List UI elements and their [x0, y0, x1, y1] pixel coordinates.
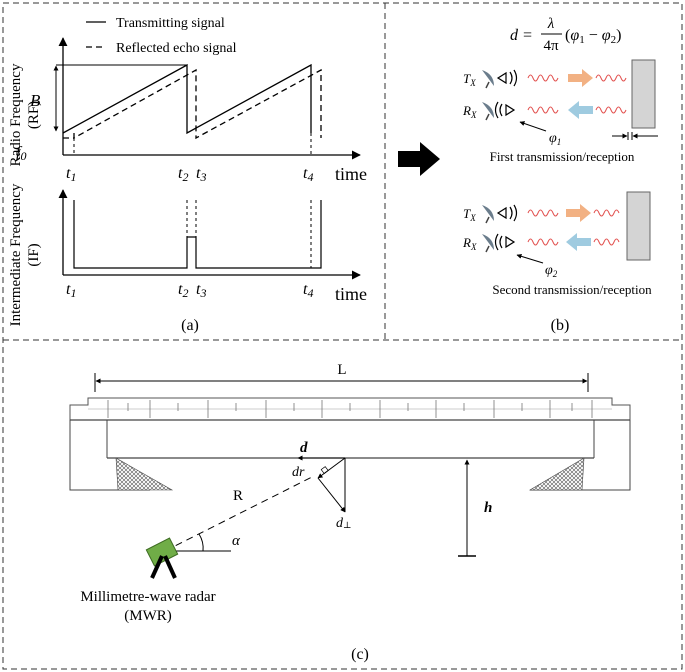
f0-label: f0 — [16, 144, 26, 163]
rx-antenna-icon-2 — [482, 233, 516, 253]
if-axis-label: Intermediate Frequency — [8, 183, 24, 326]
radar-label-line2: (MWR) — [124, 608, 172, 624]
second-scenario: TX RX φ2 Second transmission/reception — [462, 191, 652, 297]
transition-arrow — [398, 142, 440, 176]
rx-antenna-icon — [482, 101, 516, 121]
rf-axis-label: Radio Frequency — [8, 63, 24, 166]
span-length-label: L — [337, 362, 346, 378]
reflected-signal — [73, 68, 322, 140]
if-axis-abbrev: (IF) — [26, 243, 42, 266]
d-perp-label: d⊥ — [336, 516, 351, 531]
arrow-outgoing-1 — [568, 69, 593, 87]
tx-wave-right-2 — [593, 209, 620, 217]
target-plate-2 — [626, 191, 651, 261]
right-angle-mark — [320, 466, 329, 475]
legend-reflect-label: Reflected echo signal — [116, 41, 237, 56]
dr-label: dr — [292, 465, 305, 480]
rx-label-2: RX — [462, 235, 477, 252]
panel-b: d = λ 4π (φ1 − φ2) TX RX — [462, 16, 658, 334]
if-tick-t4: t4 — [303, 281, 313, 300]
bandwidth-symbol: B — [30, 91, 41, 110]
phase-formula: d = λ 4π (φ1 − φ2) — [510, 16, 621, 54]
rf-time-label: time — [335, 164, 367, 184]
legend-transmit-label: Transmitting signal — [116, 16, 225, 31]
height-label: h — [484, 500, 492, 516]
phi2-pointer — [516, 253, 544, 264]
caption-c: (c) — [351, 646, 369, 663]
tx-antenna-icon — [482, 69, 518, 89]
elevation-angle-label: α — [232, 533, 241, 549]
rf-tick-t1: t1 — [66, 165, 76, 184]
if-time-label: time — [335, 284, 367, 304]
legend: Transmitting signal Reflected echo signa… — [86, 16, 237, 56]
formula-denominator: 4π — [543, 38, 559, 54]
left-support — [115, 457, 174, 491]
radar-icon — [145, 537, 179, 579]
rx-wave-right-2 — [593, 238, 620, 246]
displacement-d-label: d — [300, 440, 308, 456]
formula-phase-difference: (φ1 − φ2) — [565, 27, 621, 46]
caption-a: (a) — [181, 317, 199, 334]
right-support — [528, 457, 585, 491]
if-tick-t1: t1 — [66, 281, 76, 300]
rf-axis-abbrev: (RF) — [26, 101, 42, 129]
bridge-deck — [69, 397, 631, 421]
arrow-incoming-2 — [566, 233, 591, 251]
rf-tick-t4: t4 — [303, 165, 313, 184]
if-tick-t2: t2 — [178, 281, 188, 300]
rx-wave-right-1 — [595, 106, 627, 114]
rx-wave-left-2 — [527, 238, 559, 246]
tx-wave-right-1 — [595, 74, 627, 82]
radar-label-line1: Millimetre-wave radar — [80, 589, 215, 605]
tx-wave-left-1 — [527, 74, 559, 82]
rf-tick-t2: t2 — [178, 165, 188, 184]
elevation-angle-arc — [198, 533, 204, 552]
formula-lhs: d = — [510, 27, 533, 44]
first-scenario: TX RX φ1 — [462, 59, 658, 164]
if-tick-t3: t3 — [196, 281, 206, 300]
first-transmission-label: First transmission/reception — [490, 149, 635, 164]
tx-antenna-icon-2 — [482, 204, 518, 224]
rx-wave-left-1 — [527, 106, 559, 114]
tx-label-2: TX — [463, 206, 476, 223]
arrow-outgoing-2 — [566, 204, 591, 222]
tx-label-1: TX — [463, 71, 476, 88]
phi2-label: φ2 — [545, 263, 558, 279]
rf-tick-t3: t3 — [196, 165, 206, 184]
target-plate-1 — [631, 59, 656, 129]
tx-wave-left-2 — [527, 209, 559, 217]
transmit-signal — [62, 63, 312, 135]
range-label: R — [233, 488, 243, 504]
arrow-incoming-1 — [568, 101, 593, 119]
second-transmission-label: Second transmission/reception — [492, 282, 652, 297]
formula-numerator: λ — [547, 16, 555, 32]
if-signal — [73, 200, 322, 269]
d-perp-arrow — [317, 477, 346, 513]
phi1-label: φ1 — [549, 131, 561, 147]
panel-c: L — [69, 362, 631, 663]
dr-arrow — [317, 457, 346, 479]
phi1-pointer — [519, 121, 547, 132]
caption-b: (b) — [551, 317, 570, 334]
line-of-sight — [164, 476, 313, 552]
rx-label-1: RX — [462, 103, 477, 120]
panel-a: Transmitting signal Reflected echo signa… — [8, 16, 367, 334]
